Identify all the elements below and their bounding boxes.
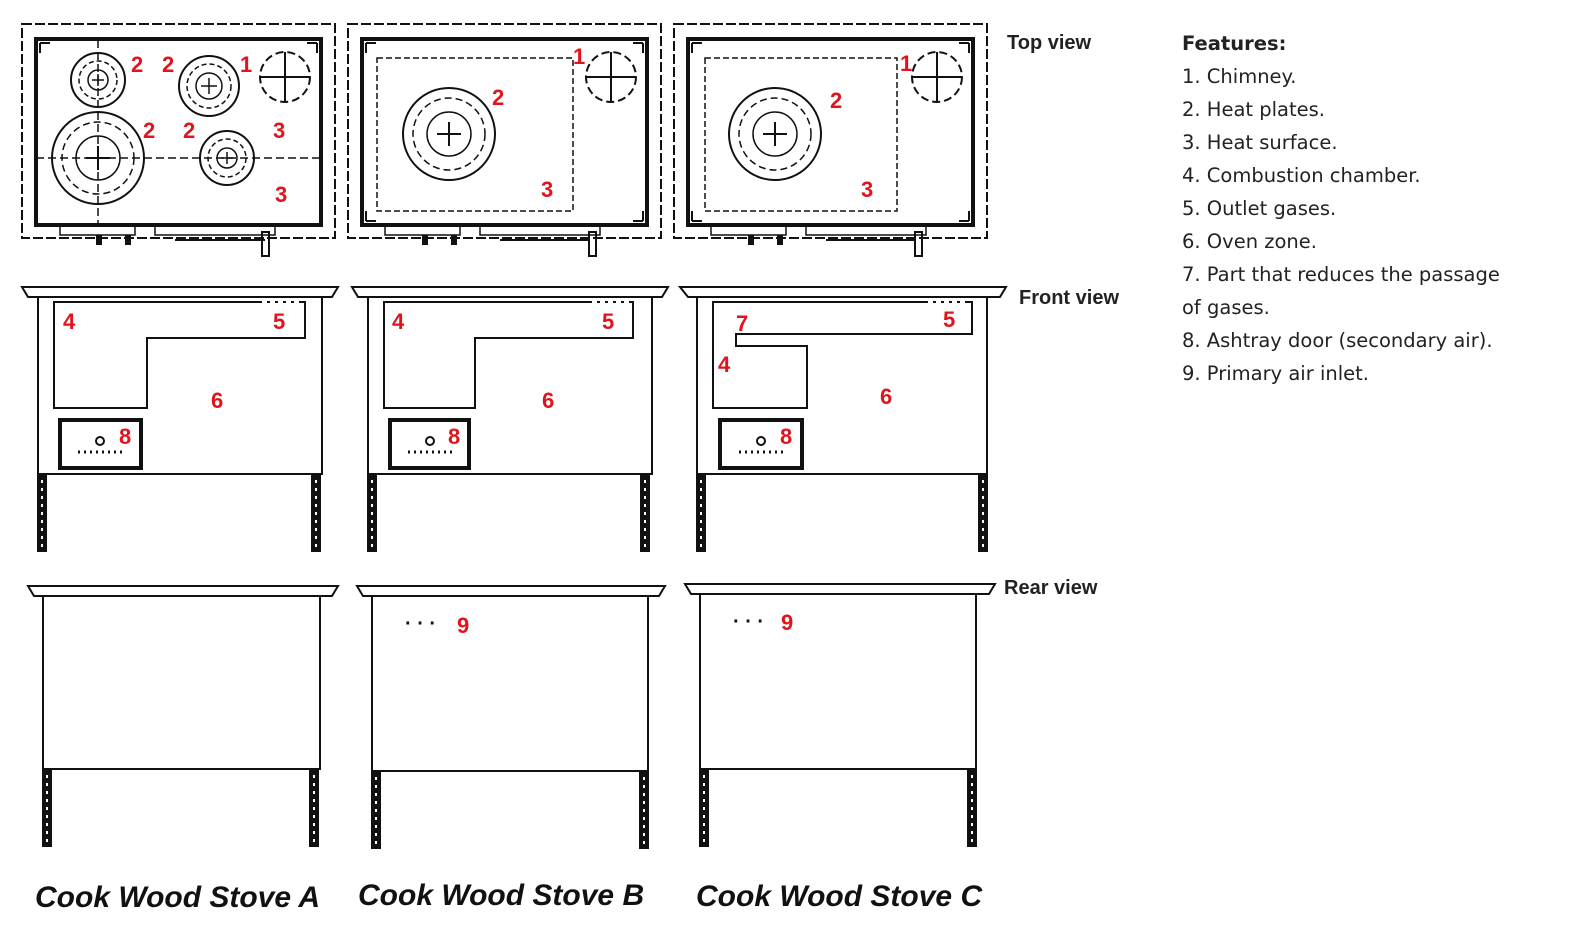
label-ashtray-door: 8: [119, 424, 131, 449]
label-outlet-gases: 5: [602, 309, 614, 334]
stove-a-rear-view: [26, 585, 340, 848]
label-heat-surface: 3: [541, 177, 553, 202]
top-view-label: Top view: [1007, 32, 1092, 54]
label-oven-zone: 6: [542, 388, 554, 413]
label-oven-zone: 6: [880, 384, 892, 409]
feature-item: 2. Heat plates.: [1182, 98, 1326, 121]
front-view-label: Front view: [1019, 287, 1119, 309]
label-combustion-chamber: 4: [718, 352, 731, 377]
feature-item: 3. Heat surface.: [1182, 131, 1338, 154]
stove-c-rear-view: [683, 583, 997, 848]
feature-item: 1. Chimney.: [1182, 65, 1297, 88]
label-heat-surface: 3: [861, 177, 873, 202]
label-heat-surface: 3: [273, 118, 285, 143]
label-chimney: 1: [573, 44, 585, 69]
rear-view-label: Rear view: [1004, 577, 1098, 599]
air-inlet-dots: · · ·: [405, 613, 436, 635]
stove-a-name: Cook Wood Stove A: [35, 881, 320, 914]
stove-c-top-view: [673, 23, 988, 257]
label-heat-surface: 3: [275, 182, 287, 207]
label-ashtray-door: 8: [448, 424, 460, 449]
label-heat-plate: 2: [830, 88, 842, 113]
feature-item: 6. Oven zone.: [1182, 230, 1317, 253]
label-heat-plate: 2: [131, 52, 143, 77]
stove-c-front-view: [677, 286, 1008, 553]
feature-item: 5. Outlet gases.: [1182, 197, 1337, 220]
label-outlet-gases: 5: [273, 309, 285, 334]
label-heat-plate: 2: [162, 52, 174, 77]
label-chimney: 1: [240, 52, 252, 77]
stove-c-name: Cook Wood Stove C: [696, 880, 983, 913]
stove-b-rear-view: [355, 585, 667, 850]
label-heat-plate: 2: [143, 118, 155, 143]
label-outlet-gases: 5: [943, 307, 955, 332]
feature-item: 8. Ashtray door (secondary air).: [1182, 329, 1493, 352]
stove-a-top-view: [21, 23, 336, 257]
stove-b-name: Cook Wood Stove B: [358, 879, 644, 912]
features-title: Features:: [1182, 32, 1287, 55]
label-gas-reducer: 7: [736, 311, 748, 336]
label-heat-plate: 2: [492, 85, 504, 110]
stove-a-front-view: [20, 286, 340, 553]
label-combustion-chamber: 4: [63, 309, 76, 334]
label-primary-air-inlet: 9: [781, 610, 793, 635]
features-list: 1. Chimney. 2. Heat plates. 3. Heat surf…: [1182, 60, 1562, 390]
feature-item: 4. Combustion chamber.: [1182, 164, 1421, 187]
stove-b-front-view: [350, 286, 670, 553]
label-ashtray-door: 8: [780, 424, 792, 449]
label-chimney: 1: [900, 51, 912, 76]
stove-b-top-view: [347, 23, 662, 257]
label-primary-air-inlet: 9: [457, 613, 469, 638]
air-inlet-dots: · · ·: [733, 611, 764, 633]
label-heat-plate: 2: [183, 118, 195, 143]
label-combustion-chamber: 4: [392, 309, 405, 334]
features-legend: Features: 1. Chimney. 2. Heat plates. 3.…: [1182, 27, 1562, 390]
feature-item: 7. Part that reduces the passage: [1182, 263, 1500, 286]
label-oven-zone: 6: [211, 388, 223, 413]
feature-item: 9. Primary air inlet.: [1182, 362, 1369, 385]
feature-item: of gases.: [1182, 296, 1270, 319]
